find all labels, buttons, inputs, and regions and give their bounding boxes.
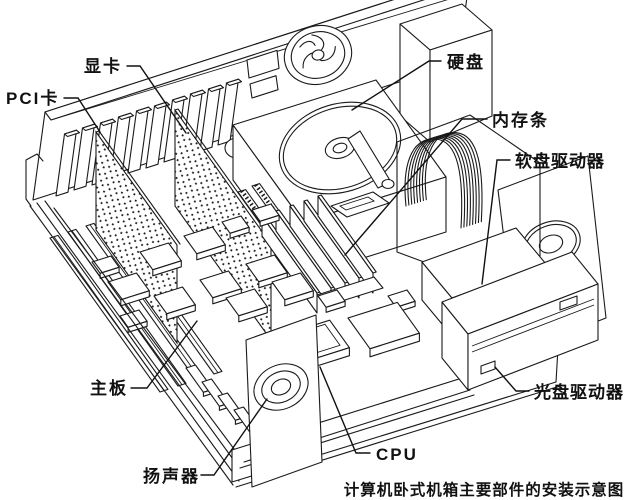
label-floppy-drive: 软盘驱动器 [515,151,605,171]
figure-caption: 计算机卧式机箱主要部件的安装示意图 [344,480,624,499]
case-left-rim [25,153,253,486]
hard-disk-actuator-arm [330,130,395,218]
upper-drive-bay [399,3,493,143]
optical-drive [441,251,599,391]
labels: 显卡 PCI卡 硬盘 内存条 软盘驱动器 主板 扬声器 CPU 光盘驱动器 [6,52,624,486]
leader-lines [63,60,530,476]
label-speaker: 扬声器 [143,466,200,486]
psu-fan-icon [283,24,353,86]
rear-panel-connectors [246,49,280,99]
label-pci-card: PCI卡 [6,88,59,108]
label-motherboard: 主板 [90,378,128,398]
ribbon-cable-icon [404,132,483,229]
label-memory: 内存条 [492,110,549,130]
speaker-bracket [245,314,323,488]
label-cpu: CPU [376,445,418,464]
drive-cage [396,114,541,263]
label-hard-disk: 硬盘 [447,52,485,72]
label-optical-drive: 光盘驱动器 [533,382,624,402]
label-graphics-card: 显卡 [84,56,122,76]
